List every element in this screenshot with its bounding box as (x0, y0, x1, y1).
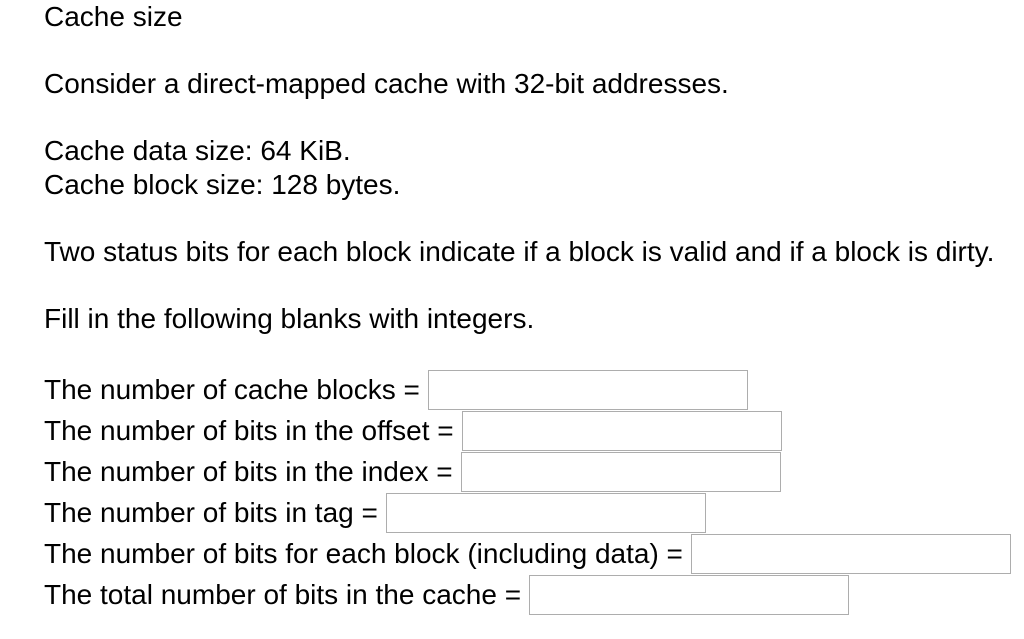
status-bits-note: Two status bits for each block indicate … (44, 236, 995, 267)
index-bits-label: The number of bits in the index = (44, 455, 453, 487)
cache-specs: Cache data size: 64 KiB. Cache block siz… (44, 134, 1024, 202)
cache-data-size-text: Cache data size: 64 KiB. (44, 135, 351, 166)
block-bits-input[interactable] (690, 533, 1011, 574)
cache-blocks-input[interactable] (427, 369, 748, 410)
offset-bits-input[interactable] (461, 410, 782, 451)
blank-row-cache-blocks: The number of cache blocks = (44, 369, 1024, 410)
answer-blanks: The number of cache blocks = The number … (44, 369, 1024, 615)
blank-row-tag-bits: The number of bits in tag = (44, 492, 1024, 533)
block-bits-label: The number of bits for each block (inclu… (44, 537, 683, 569)
offset-bits-label: The number of bits in the offset = (44, 414, 454, 446)
instruction-text: Fill in the following blanks with intege… (44, 303, 535, 334)
blank-row-block-bits: The number of bits for each block (inclu… (44, 533, 1024, 574)
question-title: Cache size (44, 1, 183, 32)
blank-row-offset-bits: The number of bits in the offset = (44, 410, 1024, 451)
tag-bits-input[interactable] (385, 492, 706, 533)
index-bits-input[interactable] (460, 451, 781, 492)
cache-blocks-label: The number of cache blocks = (44, 373, 420, 405)
blank-row-index-bits: The number of bits in the index = (44, 451, 1024, 492)
total-bits-label: The total number of bits in the cache = (44, 578, 522, 610)
total-bits-input[interactable] (529, 574, 850, 615)
tag-bits-label: The number of bits in tag = (44, 496, 378, 528)
blank-row-total-bits: The total number of bits in the cache = (44, 574, 1024, 615)
intro-text: Consider a direct-mapped cache with 32-b… (44, 68, 729, 99)
cache-block-size-text: Cache block size: 128 bytes. (44, 169, 401, 200)
